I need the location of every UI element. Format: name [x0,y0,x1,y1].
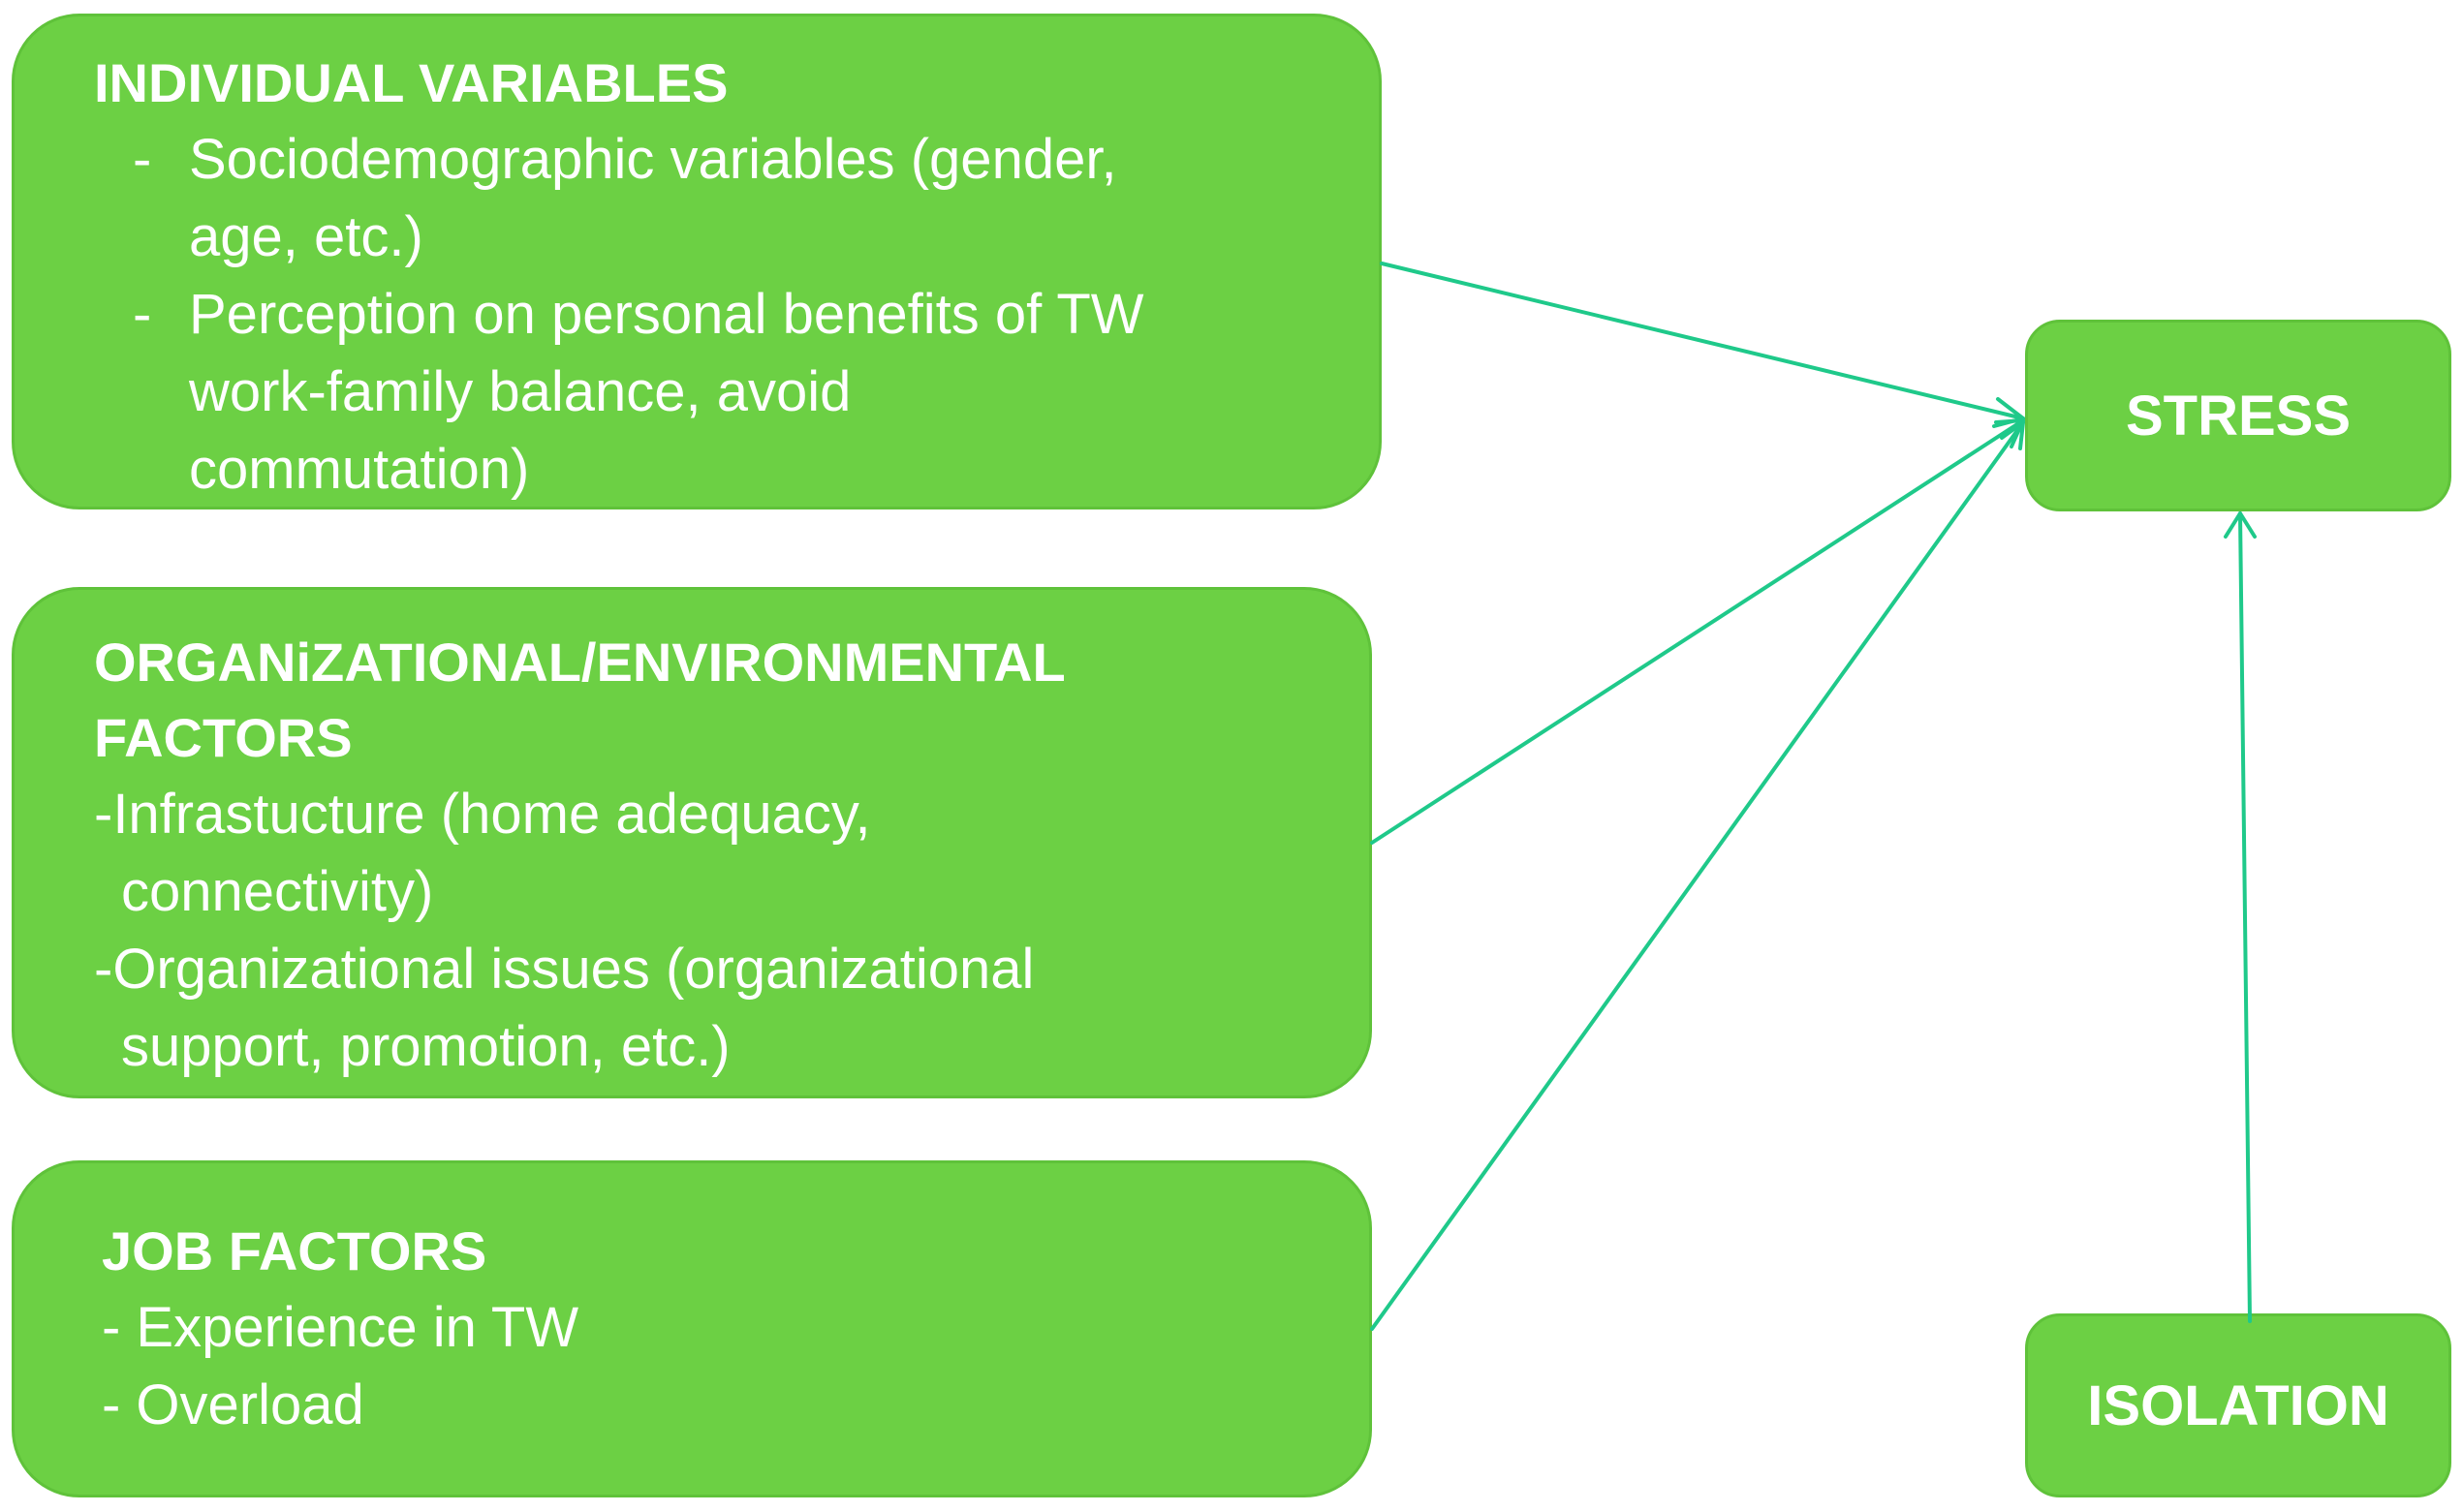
arrow-individual-to-stress [1380,262,2025,420]
isolation-box: ISOLATION [2025,1313,2451,1497]
individual-item-text: work-family balance, avoid [189,360,852,423]
organizational-line: support, promotion, etc.) [121,1015,731,1078]
individual-item-text: commutation) [189,438,530,501]
job-factors-line: - Overload [102,1373,364,1436]
organizational-factors-title-cont: FACTORS [94,707,353,768]
organizational-line: connectivity) [121,860,434,923]
arrow-job-to-stress [1370,420,2025,1331]
individual-variables-box: INDIVIDUAL VARIABLES - Sociodemographic … [12,14,1382,509]
job-factors-line: - Experience in TW [102,1296,579,1359]
organizational-line: -Infrastucture (home adequacy, [94,783,871,846]
organizational-factors-box: ORGANiZATIONAL/ENVIRONMENTAL FACTORS -In… [12,587,1372,1098]
organizational-factors-title: ORGANiZATIONAL/ENVIRONMENTAL [94,632,1066,693]
organizational-line: -Organizational issues (organizational [94,938,1035,1001]
arrow-organizational-to-stress [1370,418,2025,845]
individual-variables-title: INDIVIDUAL VARIABLES [94,52,729,113]
individual-item-text: Perception on personal benefits of TW [189,283,1144,346]
list-dash: - [133,128,152,191]
arrowhead-job [2000,420,2025,450]
individual-item-text: age, etc.) [189,205,423,268]
isolation-label: ISOLATION [2087,1373,2389,1437]
arrowhead-isolation [2224,511,2257,539]
stress-box: STRESS [2025,320,2451,511]
job-factors-title: JOB FACTORS [102,1220,487,1281]
list-dash: - [133,283,152,346]
individual-item-text: Sociodemographic variables (gender, [189,128,1117,191]
arrowhead-organizational [1994,418,2025,448]
individual-item-perception: - Perception on personal benefits of TW … [133,276,1379,509]
individual-variables-list: - Sociodemographic variables (gender, ag… [133,121,1379,509]
job-factors-box: JOB FACTORS - Experience in TW - Overloa… [12,1160,1372,1497]
individual-item-sociodemographic: - Sociodemographic variables (gender, ag… [133,121,1379,276]
arrowhead-individual [1992,397,2025,428]
arrow-isolation-to-stress [2238,511,2252,1323]
stress-label: STRESS [2125,384,2352,447]
